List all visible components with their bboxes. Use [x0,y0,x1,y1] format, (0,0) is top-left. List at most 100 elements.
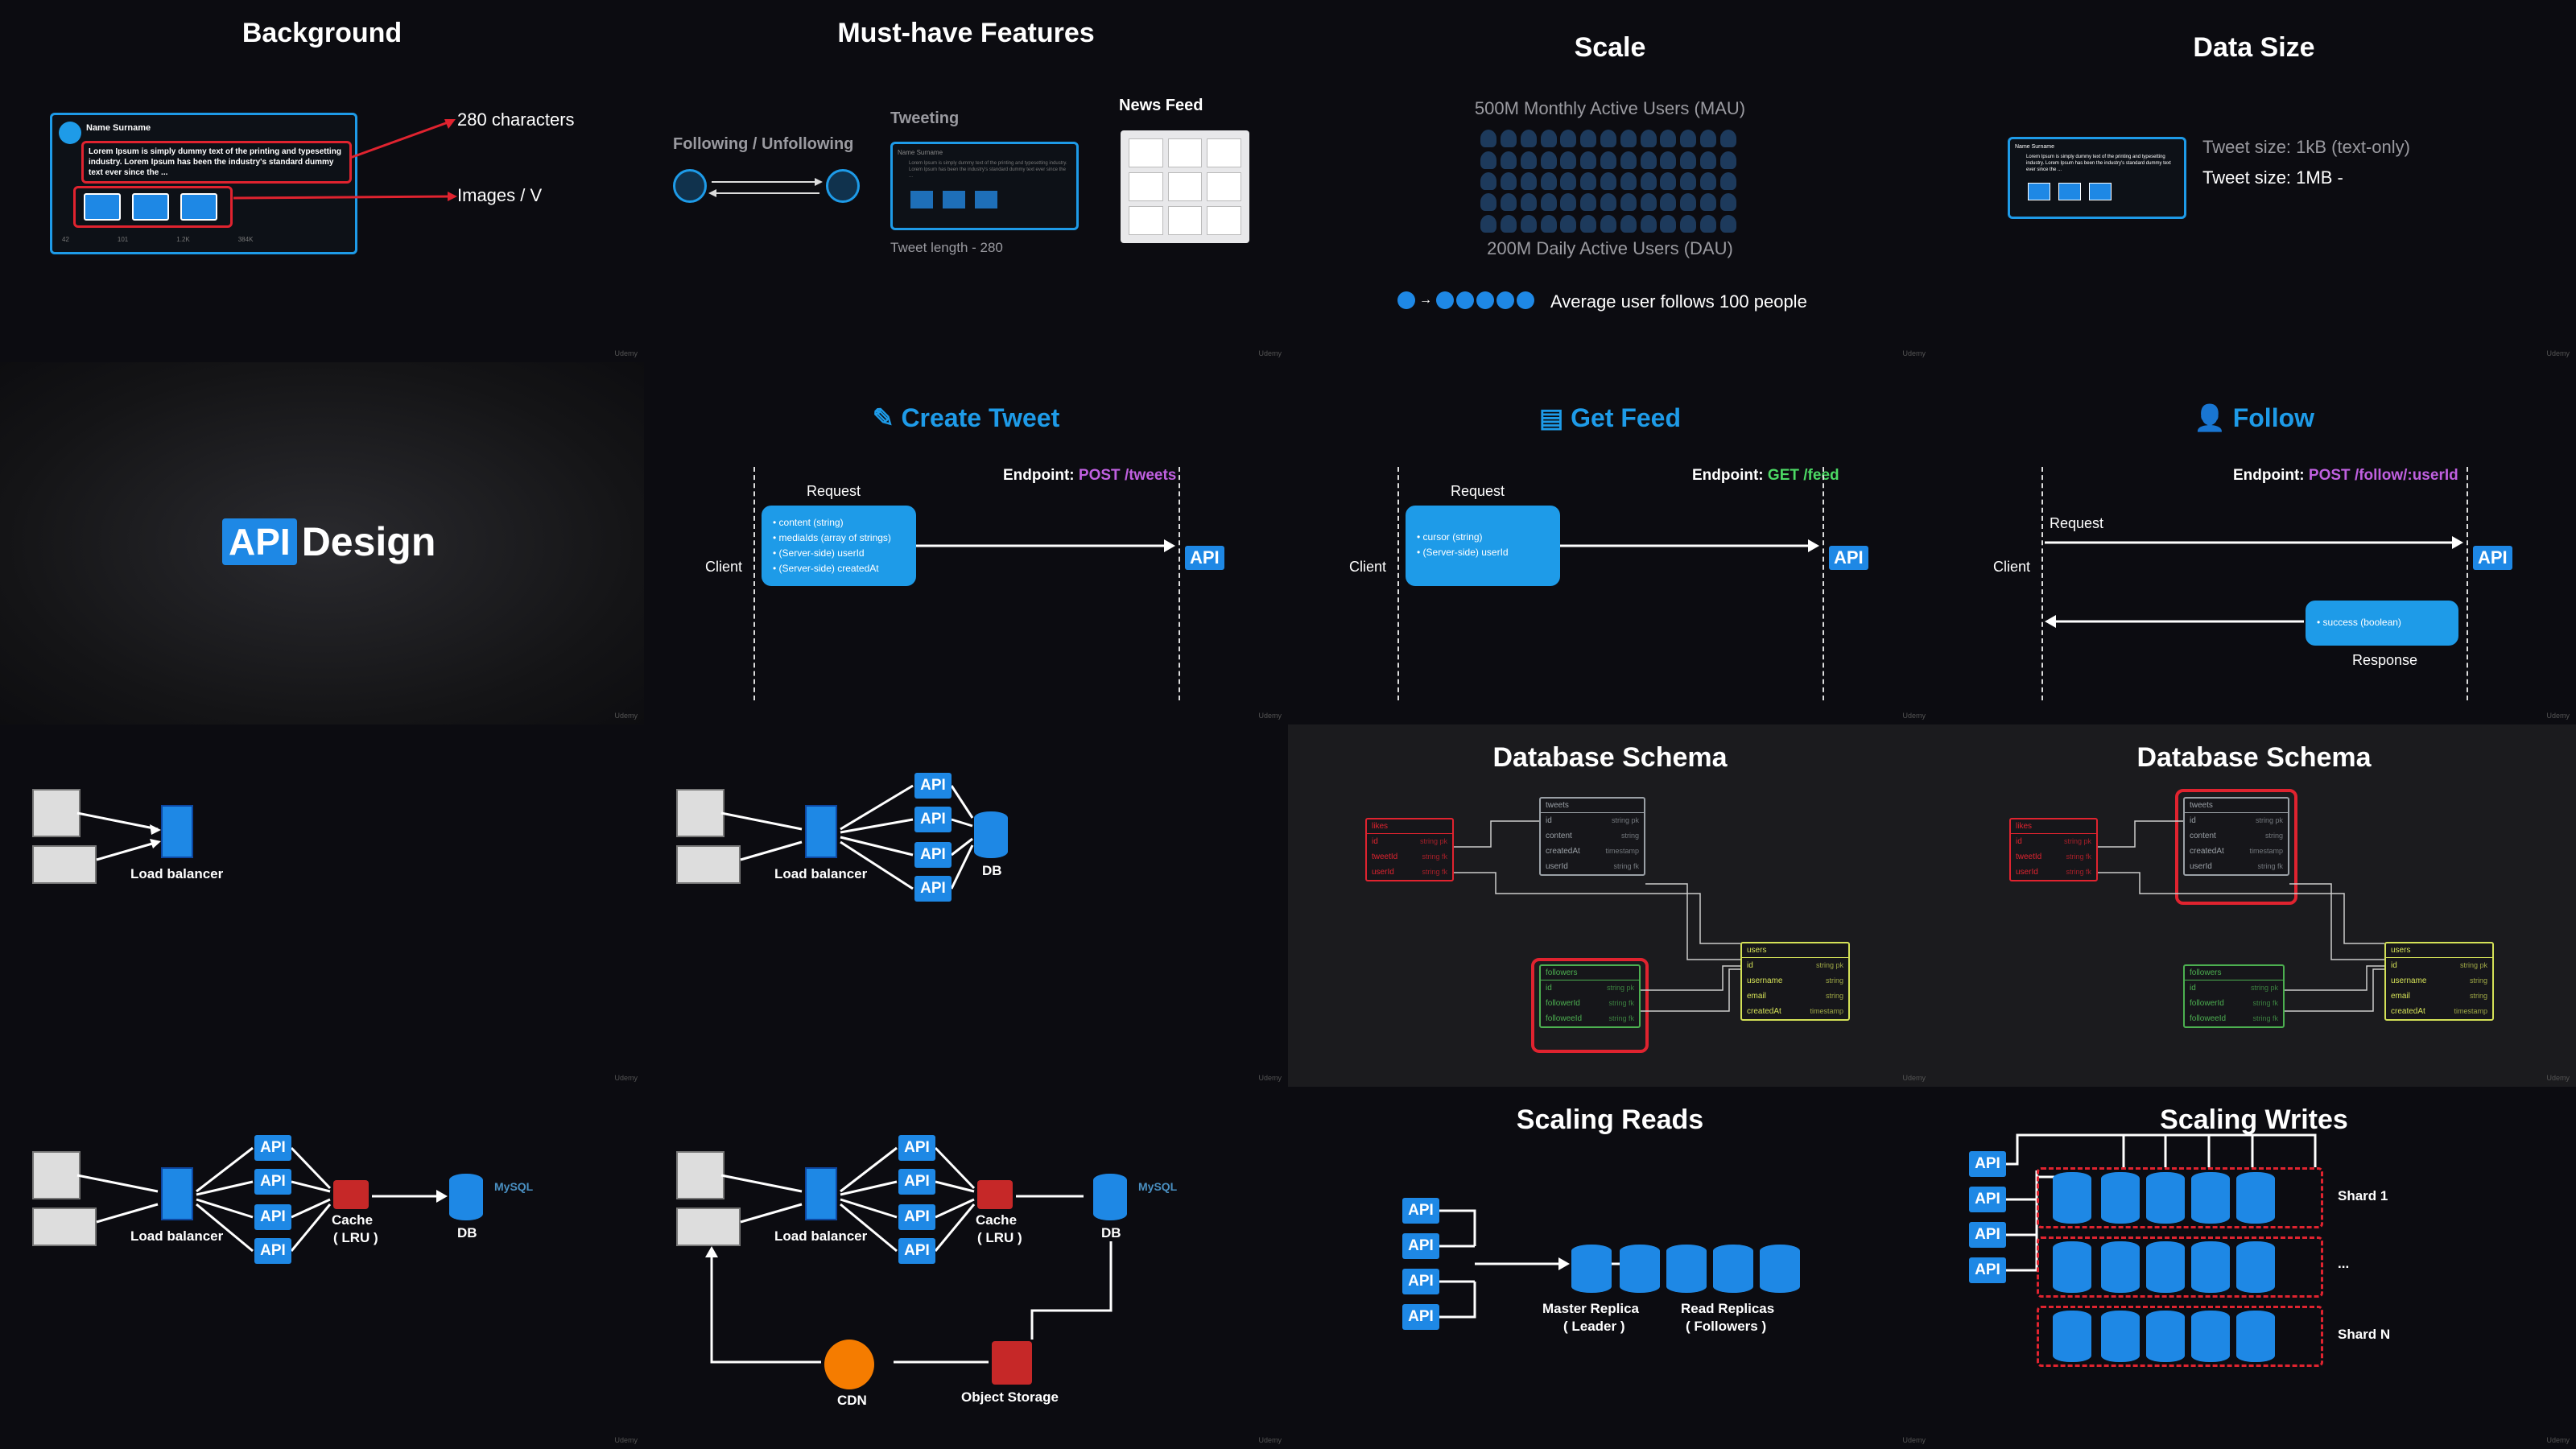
user-icon [1480,151,1497,169]
watermark: Udemy [614,1436,638,1444]
user-icon [1660,193,1677,212]
user-icon [1520,193,1537,212]
database-icon [2146,1241,2185,1293]
tweet-card-small: Name Surname Lorem Ipsum is simply dummy… [890,142,1079,230]
database-icon [2101,1241,2140,1293]
field: mediaIds (array of strings) [773,530,905,546]
shard-middle [2037,1236,2323,1298]
request-label: Request [807,483,861,499]
panel-follow: 👤 Follow Endpoint: POST /follow/:userId … [1932,362,2576,724]
user-icon [1540,171,1557,190]
object-storage-label: Object Storage [961,1389,1059,1405]
watermark: Udemy [2546,349,2570,357]
user-icon [1480,130,1497,148]
tweet-author: Name Surname [2015,144,2055,150]
field: cursor (string) [1417,530,1549,545]
user-icon [1600,151,1616,169]
user-icon [1719,130,1736,148]
size-text-label: Tweet size: 1kB (text-only) [2202,137,2410,157]
user-icon [1560,151,1577,169]
user-icon [1480,193,1497,212]
table-header: users [1742,943,1848,958]
watermark: Udemy [1258,1074,1282,1082]
user-icon [1719,171,1736,190]
user-icon [1560,171,1577,190]
follow-user-icon: 👤 [2193,403,2233,432]
user-icon [1397,291,1415,309]
watermark: Udemy [1902,1436,1926,1444]
schema-links [2098,820,2384,1012]
database-icon [1713,1245,1753,1293]
user-icon [1640,214,1657,233]
table-header: likes [2011,819,2096,834]
watermark: Udemy [1902,712,1926,720]
user-icon [1580,214,1597,233]
api-node: API [1185,546,1224,570]
user-icon [1640,151,1657,169]
api-node: API [2473,546,2512,570]
request-arrow [1560,539,1819,552]
request-label: Request [1451,483,1505,499]
user-icon [1540,214,1557,233]
shard-databases [1932,1087,2576,1449]
image-icon [975,191,997,208]
api-node: API [1402,1304,1439,1330]
database-icon [974,811,1008,858]
schema-links [1454,820,1740,1012]
client-label: Client [1993,559,2031,575]
user-icon [1600,214,1616,233]
api-lifeline [2467,467,2468,700]
watermark: Udemy [1902,349,1926,357]
database-icon [449,1174,483,1220]
panel-title: Scaling Writes [2160,1104,2348,1135]
user-icon [1680,151,1697,169]
design-label: Design [301,519,436,564]
cache-label: Cache [976,1212,1018,1228]
master-label: Master Replica [1542,1301,1639,1316]
label-280-chars: 280 characters [457,109,575,130]
api-node: API [898,1238,935,1264]
api-node: API [1969,1151,2006,1177]
server-icon [161,805,193,858]
user-icon [1660,130,1677,148]
database-icon [1666,1245,1707,1293]
cache-icon [333,1180,369,1209]
background-arrows [233,119,457,201]
stat-likes: 1.2K [176,236,190,243]
panel-create-tweet: ✎ Create Tweet Endpoint: POST /tweets Cl… [644,362,1288,724]
api-node: API [914,807,952,832]
panel-title: 👤 Follow [2193,403,2315,432]
news-feed-icon [1121,130,1249,243]
table-header: likes [1367,819,1452,834]
database-icon [1093,1174,1127,1220]
lb-api-db-arrows [720,784,974,890]
load-balancer-label: Load balancer [130,866,224,881]
user-icon [1517,291,1534,309]
user-icon [1456,291,1474,309]
user-icon [1580,171,1597,190]
client-lifeline [753,467,755,700]
shard-n-label: Shard N [2338,1327,2391,1342]
read-replicas-label: Read Replicas [1681,1301,1775,1316]
object-storage-icon [992,1341,1032,1385]
api-node: API [254,1135,291,1161]
api-node: API [914,773,952,799]
following-arrows [708,178,823,197]
stat-replies: 42 [62,236,69,243]
database-icon [2191,1311,2230,1362]
